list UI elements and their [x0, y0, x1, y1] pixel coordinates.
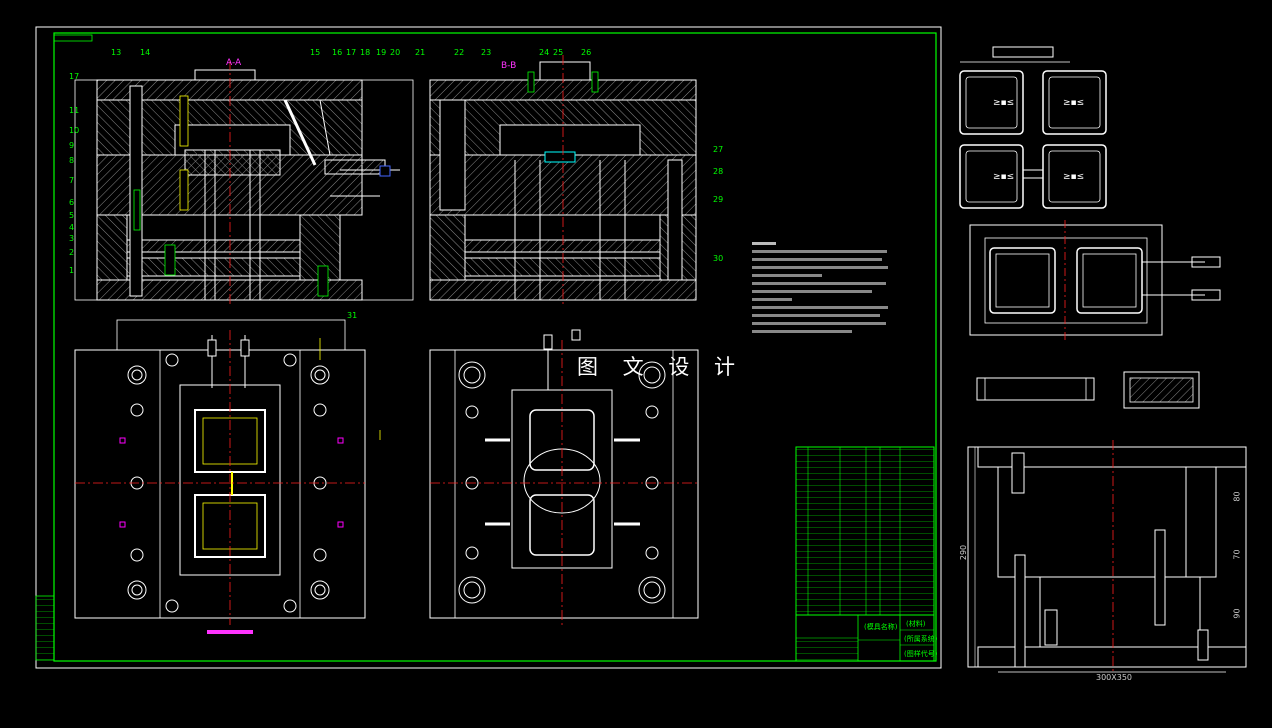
svg-text:≥▪≤: ≥▪≤ — [1063, 172, 1084, 182]
part-number-label: 5 — [69, 211, 75, 220]
svg-text:≥▪≤: ≥▪≤ — [993, 172, 1014, 182]
part-number-label: 13 — [111, 48, 122, 57]
part-number-label: 17 — [346, 48, 357, 57]
drawing-frame — [35, 26, 942, 669]
part-number-label: 8 — [69, 156, 75, 165]
dimension-h3: 90 — [1232, 608, 1242, 619]
part-number-label: 7 — [69, 176, 75, 185]
section-label-bb: B-B — [501, 61, 517, 71]
svg-text:≥▪≤: ≥▪≤ — [993, 98, 1014, 108]
part-number-label: 15 — [310, 48, 321, 57]
title-block — [795, 614, 935, 662]
part-number-label: 17 — [69, 72, 80, 81]
part-number-label: 14 — [140, 48, 151, 57]
dimension-h1: 80 — [1232, 491, 1242, 502]
section-label-aa: A-A — [226, 58, 242, 68]
part-number-label: 25 — [553, 48, 564, 57]
part-number-label: 11 — [69, 106, 80, 115]
part-number-label: 21 — [415, 48, 426, 57]
part-number-label: 9 — [69, 141, 75, 150]
watermark: 图 文 设 计 — [577, 355, 745, 379]
side-assembly-view — [967, 440, 1247, 673]
part-number-label: 6 — [69, 198, 75, 207]
part-number-label: 26 — [581, 48, 592, 57]
insert-plan-view — [969, 220, 1221, 340]
part-number-label: 20 — [390, 48, 401, 57]
technical-notes-block — [752, 240, 892, 343]
product-top-views: ≥▪≤ ≥▪≤ ≥▪≤ ≥▪≤ — [959, 46, 1107, 209]
section-view-aa — [74, 60, 414, 305]
part-number-label: 23 — [481, 48, 492, 57]
part-number-label: 28 — [713, 167, 724, 176]
part-number-label: 24 — [539, 48, 550, 57]
part-number-label: 1 — [69, 266, 75, 275]
part-number-label: 30 — [713, 254, 724, 263]
part-number-label: 19 — [376, 48, 387, 57]
title-block-drawing-code: (图样代号) — [904, 650, 938, 658]
part-number-label: 4 — [69, 223, 75, 232]
technical-notes-lines — [752, 242, 888, 333]
part-number-label: 22 — [454, 48, 465, 57]
part-number-label: 10 — [69, 126, 80, 135]
part-number-label: 27 — [713, 145, 724, 154]
part-number-label: 29 — [713, 195, 724, 204]
small-part-views — [976, 371, 1200, 409]
plan-view-moving-half — [429, 329, 699, 625]
title-block-mold-name: (模具名称) — [864, 623, 898, 631]
part-number-label: 3 — [69, 234, 75, 243]
title-block-material: (材料) — [906, 620, 926, 628]
dimension-base-size: 300X350 — [1096, 673, 1133, 682]
section-view-bb — [429, 55, 697, 305]
plan-view-fixed-half — [74, 319, 381, 634]
bill-of-materials-table — [795, 446, 935, 616]
part-number-label: 16 — [332, 48, 343, 57]
part-number-label: 31 — [347, 311, 358, 320]
revision-strip — [35, 595, 55, 661]
svg-text:≥▪≤: ≥▪≤ — [1063, 98, 1084, 108]
part-number-label: 2 — [69, 248, 75, 257]
dimension-height-total: 290 — [959, 544, 969, 561]
title-block-system: (所属系统) — [904, 635, 938, 643]
part-number-label: 18 — [360, 48, 371, 57]
dimension-h2: 70 — [1232, 549, 1242, 560]
